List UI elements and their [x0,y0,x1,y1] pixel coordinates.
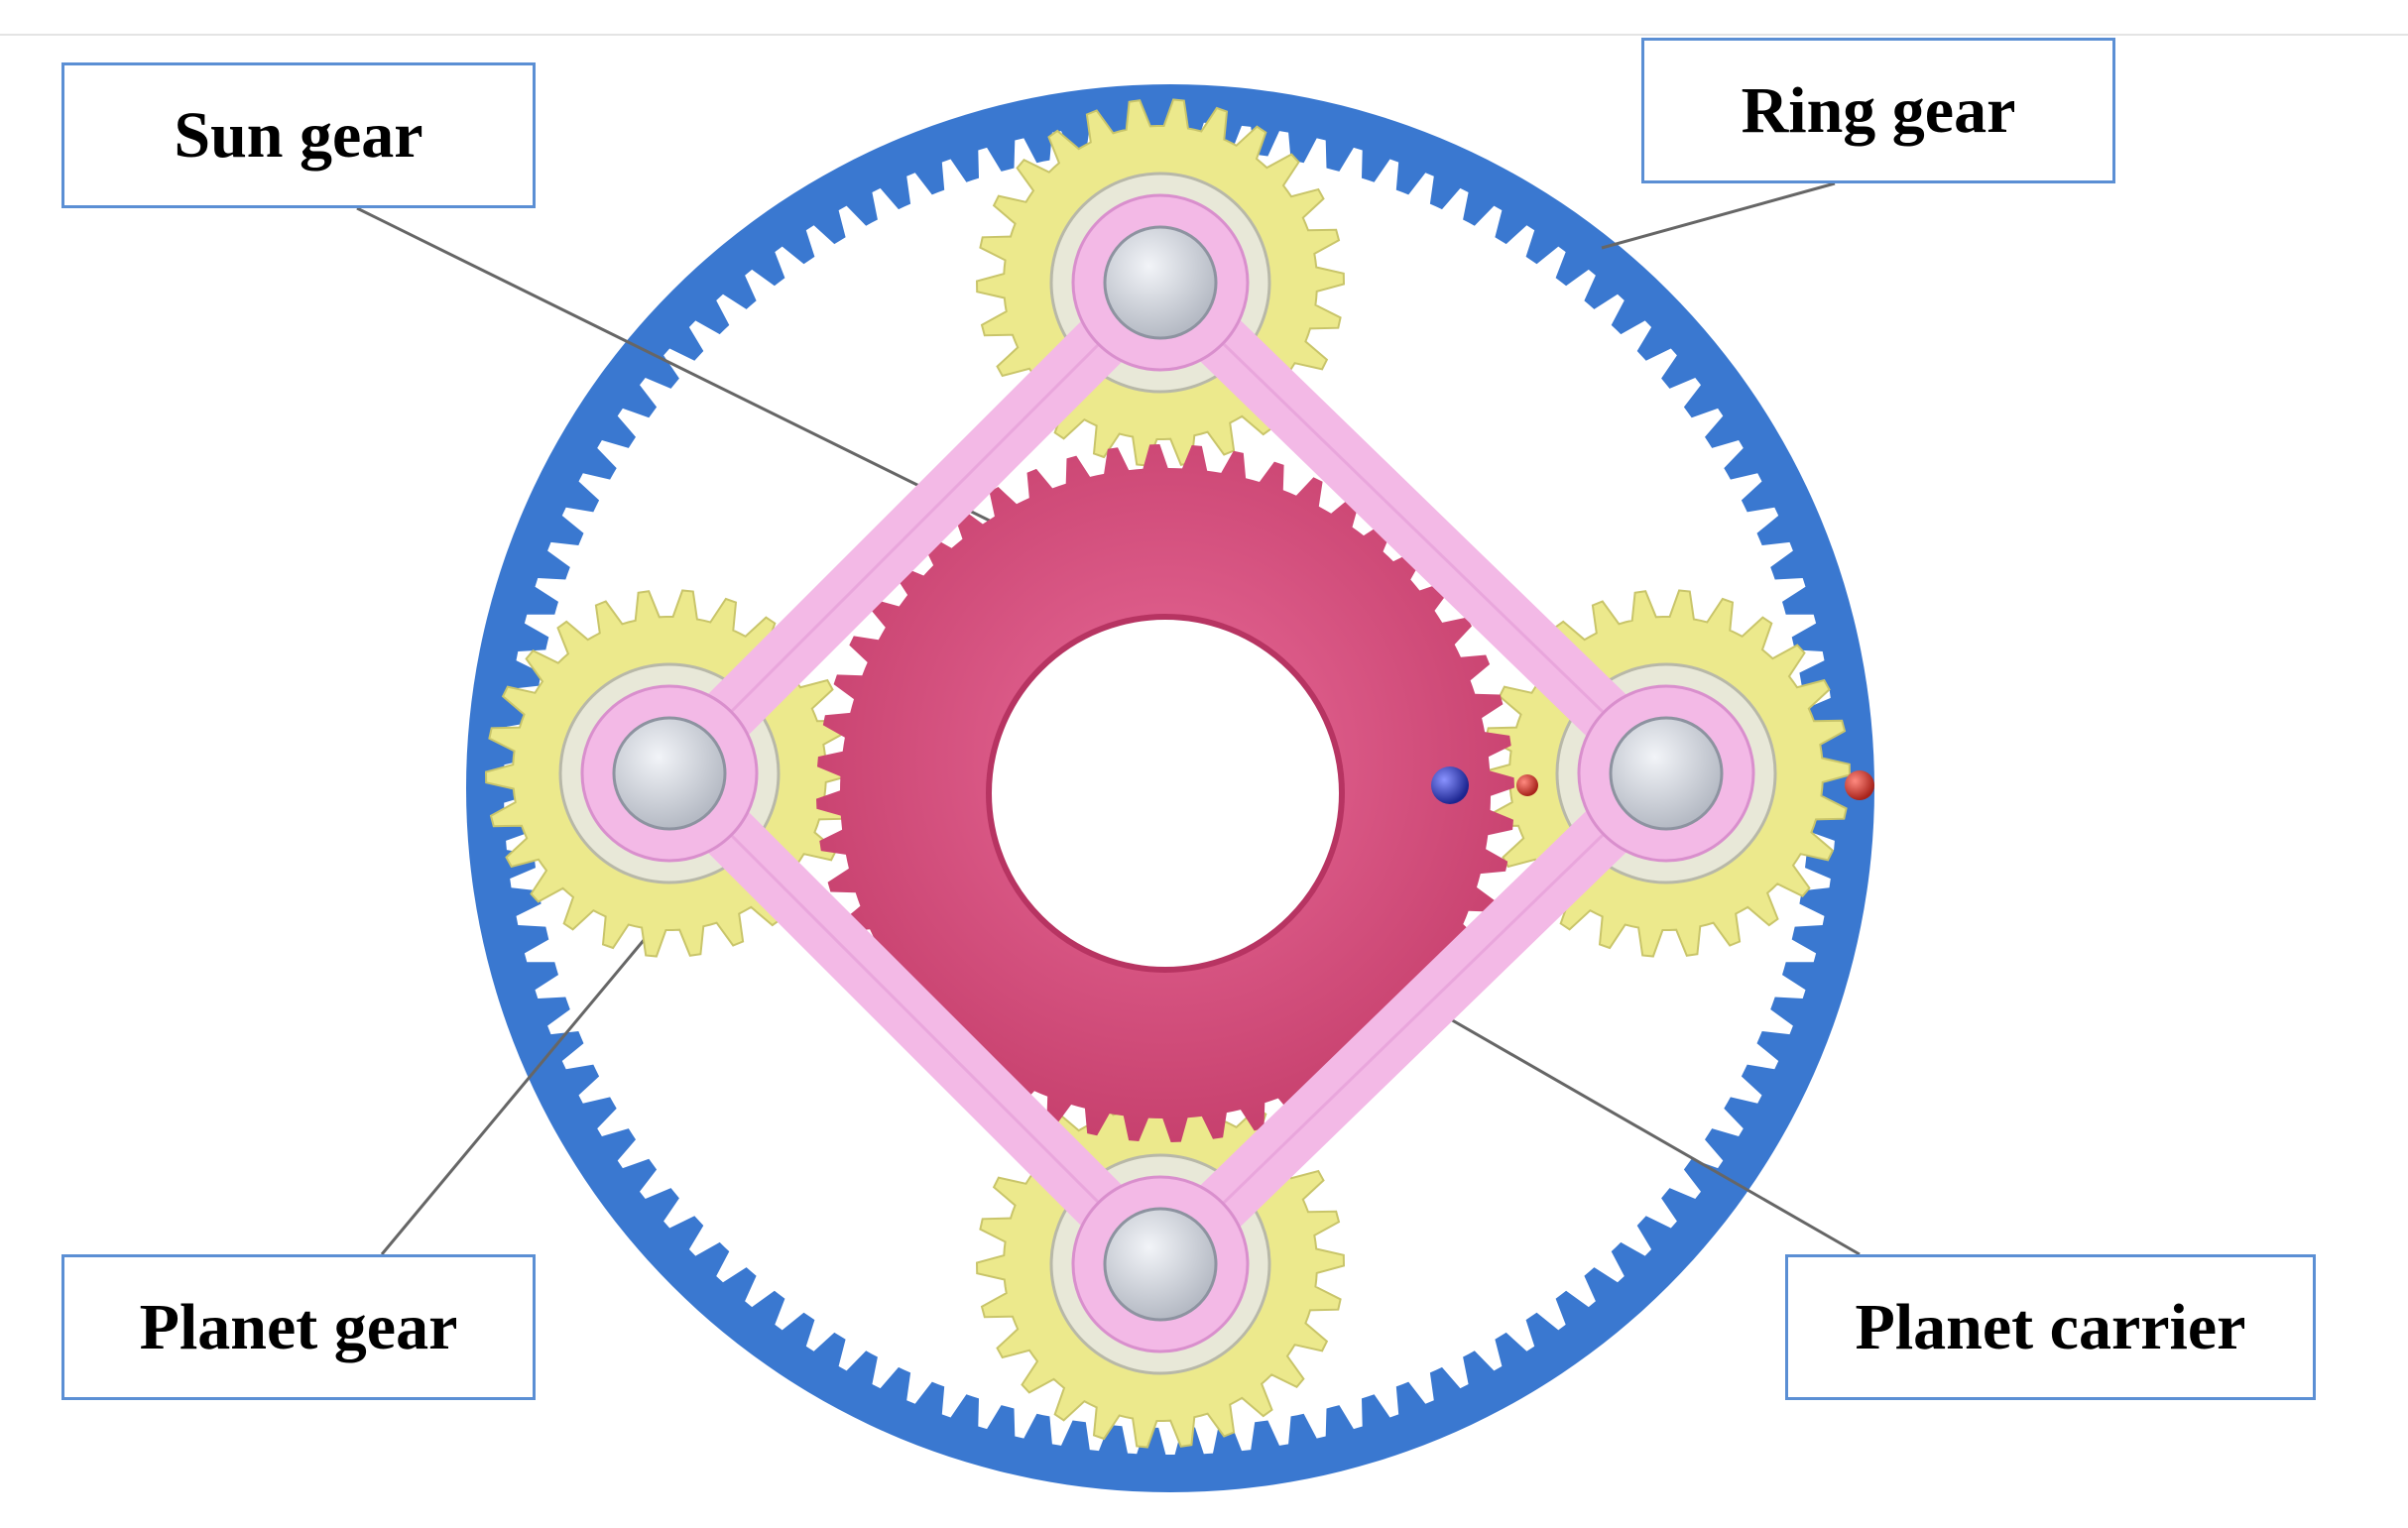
carrier-pin-bottom [1103,1207,1218,1322]
carrier-pins [580,193,1755,1353]
red-marker-inner [1516,774,1538,796]
planet-gear-label: Planet gear [61,1254,536,1400]
ring-gear-leader [1601,181,1836,250]
sun-gear-bore-edge [986,614,1345,973]
carrier-pin-right [1609,716,1724,831]
sun-gear-leader [356,206,1097,575]
carrier-pin-top [1103,225,1218,340]
sun-gear-label: Sun gear [61,62,536,208]
planet-carrier-leader [1427,1004,1861,1256]
top-divider [0,34,2408,36]
carrier-pin-left [612,716,727,831]
blue-marker [1431,766,1469,804]
sun-gear-bore [989,617,1342,970]
sun-gear [816,444,1514,1142]
planet-gear-leader [380,926,657,1255]
planet-carrier-label: Planet carrier [1785,1254,2316,1400]
ring-gear-label: Ring gear [1641,38,2115,183]
leader-lines [356,181,1861,1256]
red-marker-outer [1845,770,1874,800]
